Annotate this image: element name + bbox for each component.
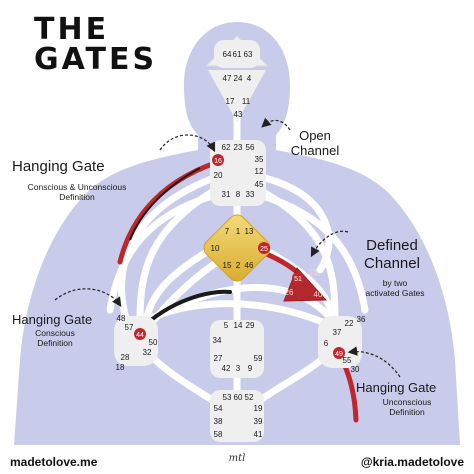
gate-23: 23: [234, 143, 243, 152]
ajna-center: [208, 70, 266, 122]
gate-25: 25: [260, 246, 268, 253]
label-hanging-gate-1: Hanging Gate: [12, 158, 105, 175]
label-hanging-gate-3: Hanging Gate: [356, 380, 437, 395]
gate-9: 9: [248, 364, 253, 373]
gate-55: 55: [343, 356, 352, 365]
title-line-2: GATES: [34, 42, 158, 77]
footer-handle[interactable]: @kria.madetolove: [360, 455, 464, 469]
gate-51: 51: [294, 276, 302, 283]
throat-center: [210, 140, 266, 206]
gate-13: 13: [245, 227, 254, 236]
gate-6: 6: [324, 339, 329, 348]
label-hanging-gate-2: Hanging Gate: [12, 312, 93, 327]
gate-24: 24: [234, 74, 243, 83]
gate-8: 8: [236, 190, 241, 199]
label-defined-channel-sub: by two activated Gates: [365, 278, 425, 298]
gate-46: 46: [245, 261, 254, 270]
gate-16-active: [212, 154, 224, 166]
gate-40: 40: [314, 290, 323, 299]
gate-22: 22: [345, 319, 354, 328]
gate-63: 63: [244, 50, 253, 59]
gate-62: 62: [222, 143, 231, 152]
gate-5: 5: [224, 321, 229, 330]
gate-1: 1: [236, 227, 241, 236]
gate-43: 43: [234, 110, 243, 119]
gate-20: 20: [214, 171, 223, 180]
gate-37: 37: [333, 328, 342, 337]
gate-50: 50: [149, 338, 158, 347]
g-center: [203, 214, 271, 282]
gate-14: 14: [234, 321, 243, 330]
gate-2: 2: [236, 261, 241, 270]
gate-12: 12: [255, 167, 264, 176]
gate-52: 52: [245, 393, 254, 402]
arrow-defined-channel: [310, 230, 349, 258]
gate-29: 29: [246, 321, 255, 330]
arrow-hanging-gate-2: [54, 288, 122, 307]
gate-16: 16: [214, 158, 222, 165]
gate-30: 30: [351, 365, 360, 374]
title-line-1: THE: [34, 12, 110, 47]
gate-48: 48: [117, 314, 126, 323]
label-hanging-gate-1-sub: Conscious & Unconscious Definition: [27, 182, 127, 202]
gate-27: 27: [214, 354, 223, 363]
gate-32: 32: [143, 348, 152, 357]
gate-59: 59: [254, 354, 263, 363]
label-hanging-gate-2-sub: Conscious Definition: [35, 328, 75, 348]
gate-60: 60: [234, 393, 243, 402]
gate-19: 19: [254, 404, 263, 413]
gate-21: 21: [309, 268, 318, 277]
sacral-center: [210, 320, 264, 378]
footer-website[interactable]: madetolove.me: [10, 455, 98, 469]
gate-49-active: [333, 347, 345, 359]
gate-44-active: [134, 328, 146, 340]
gate-26: 26: [285, 288, 294, 297]
gate-54: 54: [214, 404, 223, 413]
label-defined-channel: Defined Channel: [364, 237, 420, 272]
gate-44: 44: [136, 332, 144, 339]
hanging-gate-16-channel-dark: [129, 167, 201, 241]
gate-41: 41: [254, 430, 263, 439]
gate-11: 11: [242, 97, 251, 106]
arrow-hanging-gate-1: [159, 134, 216, 153]
spleen-center: [114, 316, 158, 366]
gate-10: 10: [211, 244, 220, 253]
gate-36: 36: [357, 315, 366, 324]
gate-18: 18: [116, 363, 125, 372]
gate-51-active: [292, 272, 304, 284]
gate-31: 31: [222, 190, 231, 199]
gate-56: 56: [246, 143, 255, 152]
logo: mtl: [229, 453, 246, 464]
gate-61: 61: [233, 50, 242, 59]
gate-3: 3: [236, 364, 241, 373]
gate-34: 34: [213, 336, 222, 345]
label-open-channel: Open Channel: [290, 128, 340, 158]
arrow-open-channel: [261, 117, 291, 131]
gate-25-active: [258, 242, 270, 254]
gate-58: 58: [214, 430, 223, 439]
gate-7: 7: [225, 227, 230, 236]
gate-15: 15: [223, 261, 232, 270]
head-center-box: [214, 40, 260, 68]
root-center: [210, 390, 264, 442]
gate-28: 28: [121, 353, 130, 362]
gate-64: 64: [223, 50, 232, 59]
gate-45: 45: [255, 180, 264, 189]
gate-33: 33: [246, 190, 255, 199]
gate-17: 17: [226, 97, 235, 106]
arrow-hanging-gate-3: [347, 346, 401, 378]
label-hanging-gate-3-sub: Unconscious Definition: [382, 397, 432, 417]
gate-35: 35: [255, 155, 264, 164]
gate-42: 42: [222, 364, 231, 373]
gate-57: 57: [125, 323, 134, 332]
gate-39: 39: [254, 417, 263, 426]
gate-4: 4: [247, 74, 252, 83]
gate-49: 49: [335, 351, 343, 358]
gate-38: 38: [214, 417, 223, 426]
gate-53: 53: [223, 393, 232, 402]
gate-47: 47: [223, 74, 232, 83]
